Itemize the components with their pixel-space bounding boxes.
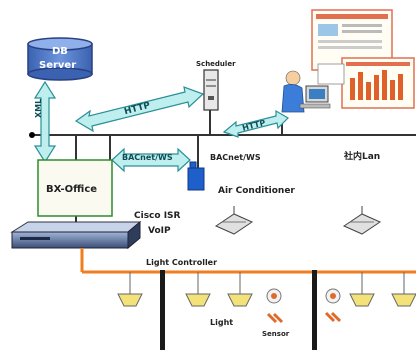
bx-office-box: [37, 159, 113, 217]
monitoring-screenshot-front: [341, 57, 415, 109]
cisco-router-icon: [10, 220, 142, 250]
xml-label: XML: [34, 98, 43, 118]
light-fixtures: [117, 293, 416, 307]
lan-label: 社内Lan: [344, 152, 381, 162]
air-conditioner-label: Air Conditioner: [218, 186, 295, 196]
bacnet-ws-arrow: [111, 147, 191, 173]
network-lines: [30, 110, 416, 228]
bx-office-label: BX-Office: [46, 184, 98, 195]
xml-arrow: [33, 80, 57, 164]
sensor-label: Sensor: [262, 330, 290, 338]
cisco-label-line2: VoIP: [148, 226, 171, 236]
light-label: Light: [210, 318, 234, 327]
sensor-icon: [266, 288, 284, 324]
sensor-icon: [324, 288, 342, 323]
db-server-label-line2: Server: [39, 60, 77, 71]
scheduler-server-icon: [203, 69, 219, 111]
bacnet-ws-device-label: BACnet/WS: [210, 153, 261, 162]
light-controller-label: Light Controller: [146, 258, 218, 267]
db-server-icon: [27, 37, 93, 81]
air-conditioner-icon: [342, 206, 382, 235]
screenshot-small: [317, 63, 345, 85]
http-arrow-right: [222, 109, 289, 138]
light-controllers: [160, 270, 317, 350]
scheduler-label: Scheduler: [196, 60, 236, 68]
bacnet-ws-device-icon: [187, 161, 205, 191]
cisco-label-line1: Cisco ISR: [134, 211, 181, 221]
http-arrow-top: [74, 86, 205, 133]
network-junction: [29, 132, 35, 138]
operator-workstation-icon: [281, 70, 331, 113]
light-fixture-stems: [129, 272, 405, 294]
bacnet-ws-arrow-label: BACnet/WS: [122, 153, 173, 162]
db-server-label-line1: DB: [52, 46, 68, 57]
air-conditioner-icon: [214, 206, 254, 235]
